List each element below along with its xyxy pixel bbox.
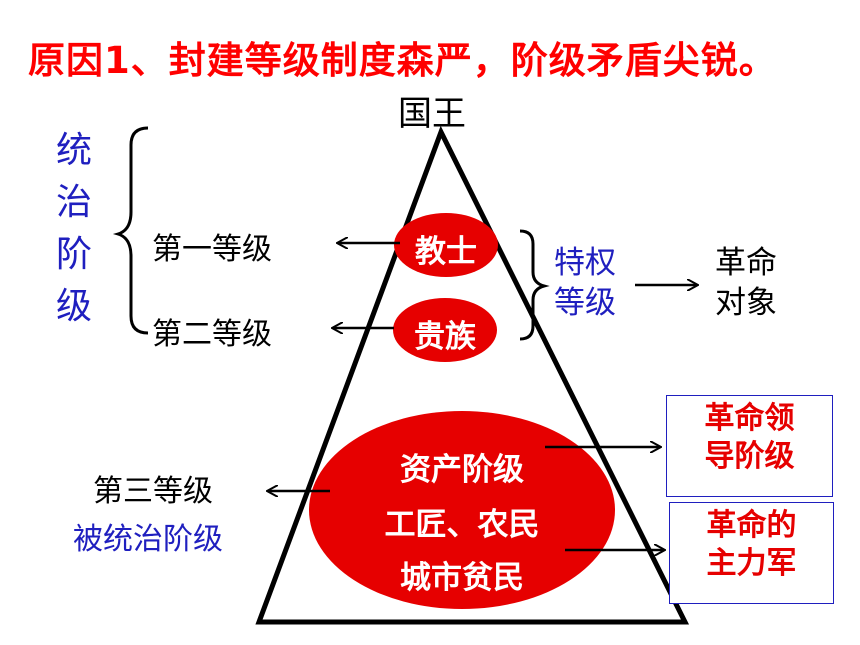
main-force-line: 主力军 (706, 546, 797, 581)
urban-poor-label: 城市贫民 (400, 560, 524, 596)
target-line: 革命 (715, 245, 777, 281)
privileged-estates-label: 特权 等级 (554, 243, 616, 323)
ruled-class-label: 被统治阶级 (73, 522, 223, 557)
leader-line: 导阶级 (704, 439, 795, 474)
artisans-peasants-label: 工匠、农民 (384, 507, 540, 543)
revolution-target-label: 革命 对象 (715, 243, 777, 323)
main-force-line: 革命的 (706, 508, 797, 543)
first-estate-label: 第一等级 (152, 232, 272, 267)
leader-line: 革命领 (704, 401, 795, 436)
third-estate-label: 第三等级 (93, 474, 213, 509)
ruling-class-char: 统 (55, 130, 92, 171)
privileged-line: 特权 (554, 245, 616, 281)
ruling-class-char: 级 (55, 286, 92, 327)
ruling-class-brace (112, 126, 149, 335)
target-line: 对象 (715, 285, 777, 321)
second-estate-label: 第二等级 (152, 317, 272, 352)
ruling-class-label: 统 治 阶 级 (52, 125, 96, 333)
nobility-ellipse (393, 298, 497, 362)
privileged-brace (519, 229, 550, 341)
ruling-class-char: 阶 (55, 234, 92, 275)
clergy-label: 教士 (415, 234, 477, 270)
third-estate-ellipse (309, 411, 615, 609)
privileged-line: 等级 (554, 285, 616, 321)
nobility-label: 贵族 (414, 319, 476, 355)
pyramid-top-label: 国王 (398, 94, 466, 134)
clergy-ellipse (394, 213, 498, 277)
page-title: 原因1、封建等级制度森严，阶级矛盾尖锐。 (28, 39, 777, 82)
pyramid-triangle (255, 125, 690, 625)
main-force-box: 革命的 主力军 (669, 502, 834, 604)
revolution-leader-box: 革命领 导阶级 (666, 395, 833, 497)
ruling-class-char: 治 (55, 182, 92, 223)
bourgeoisie-label: 资产阶级 (400, 452, 524, 488)
